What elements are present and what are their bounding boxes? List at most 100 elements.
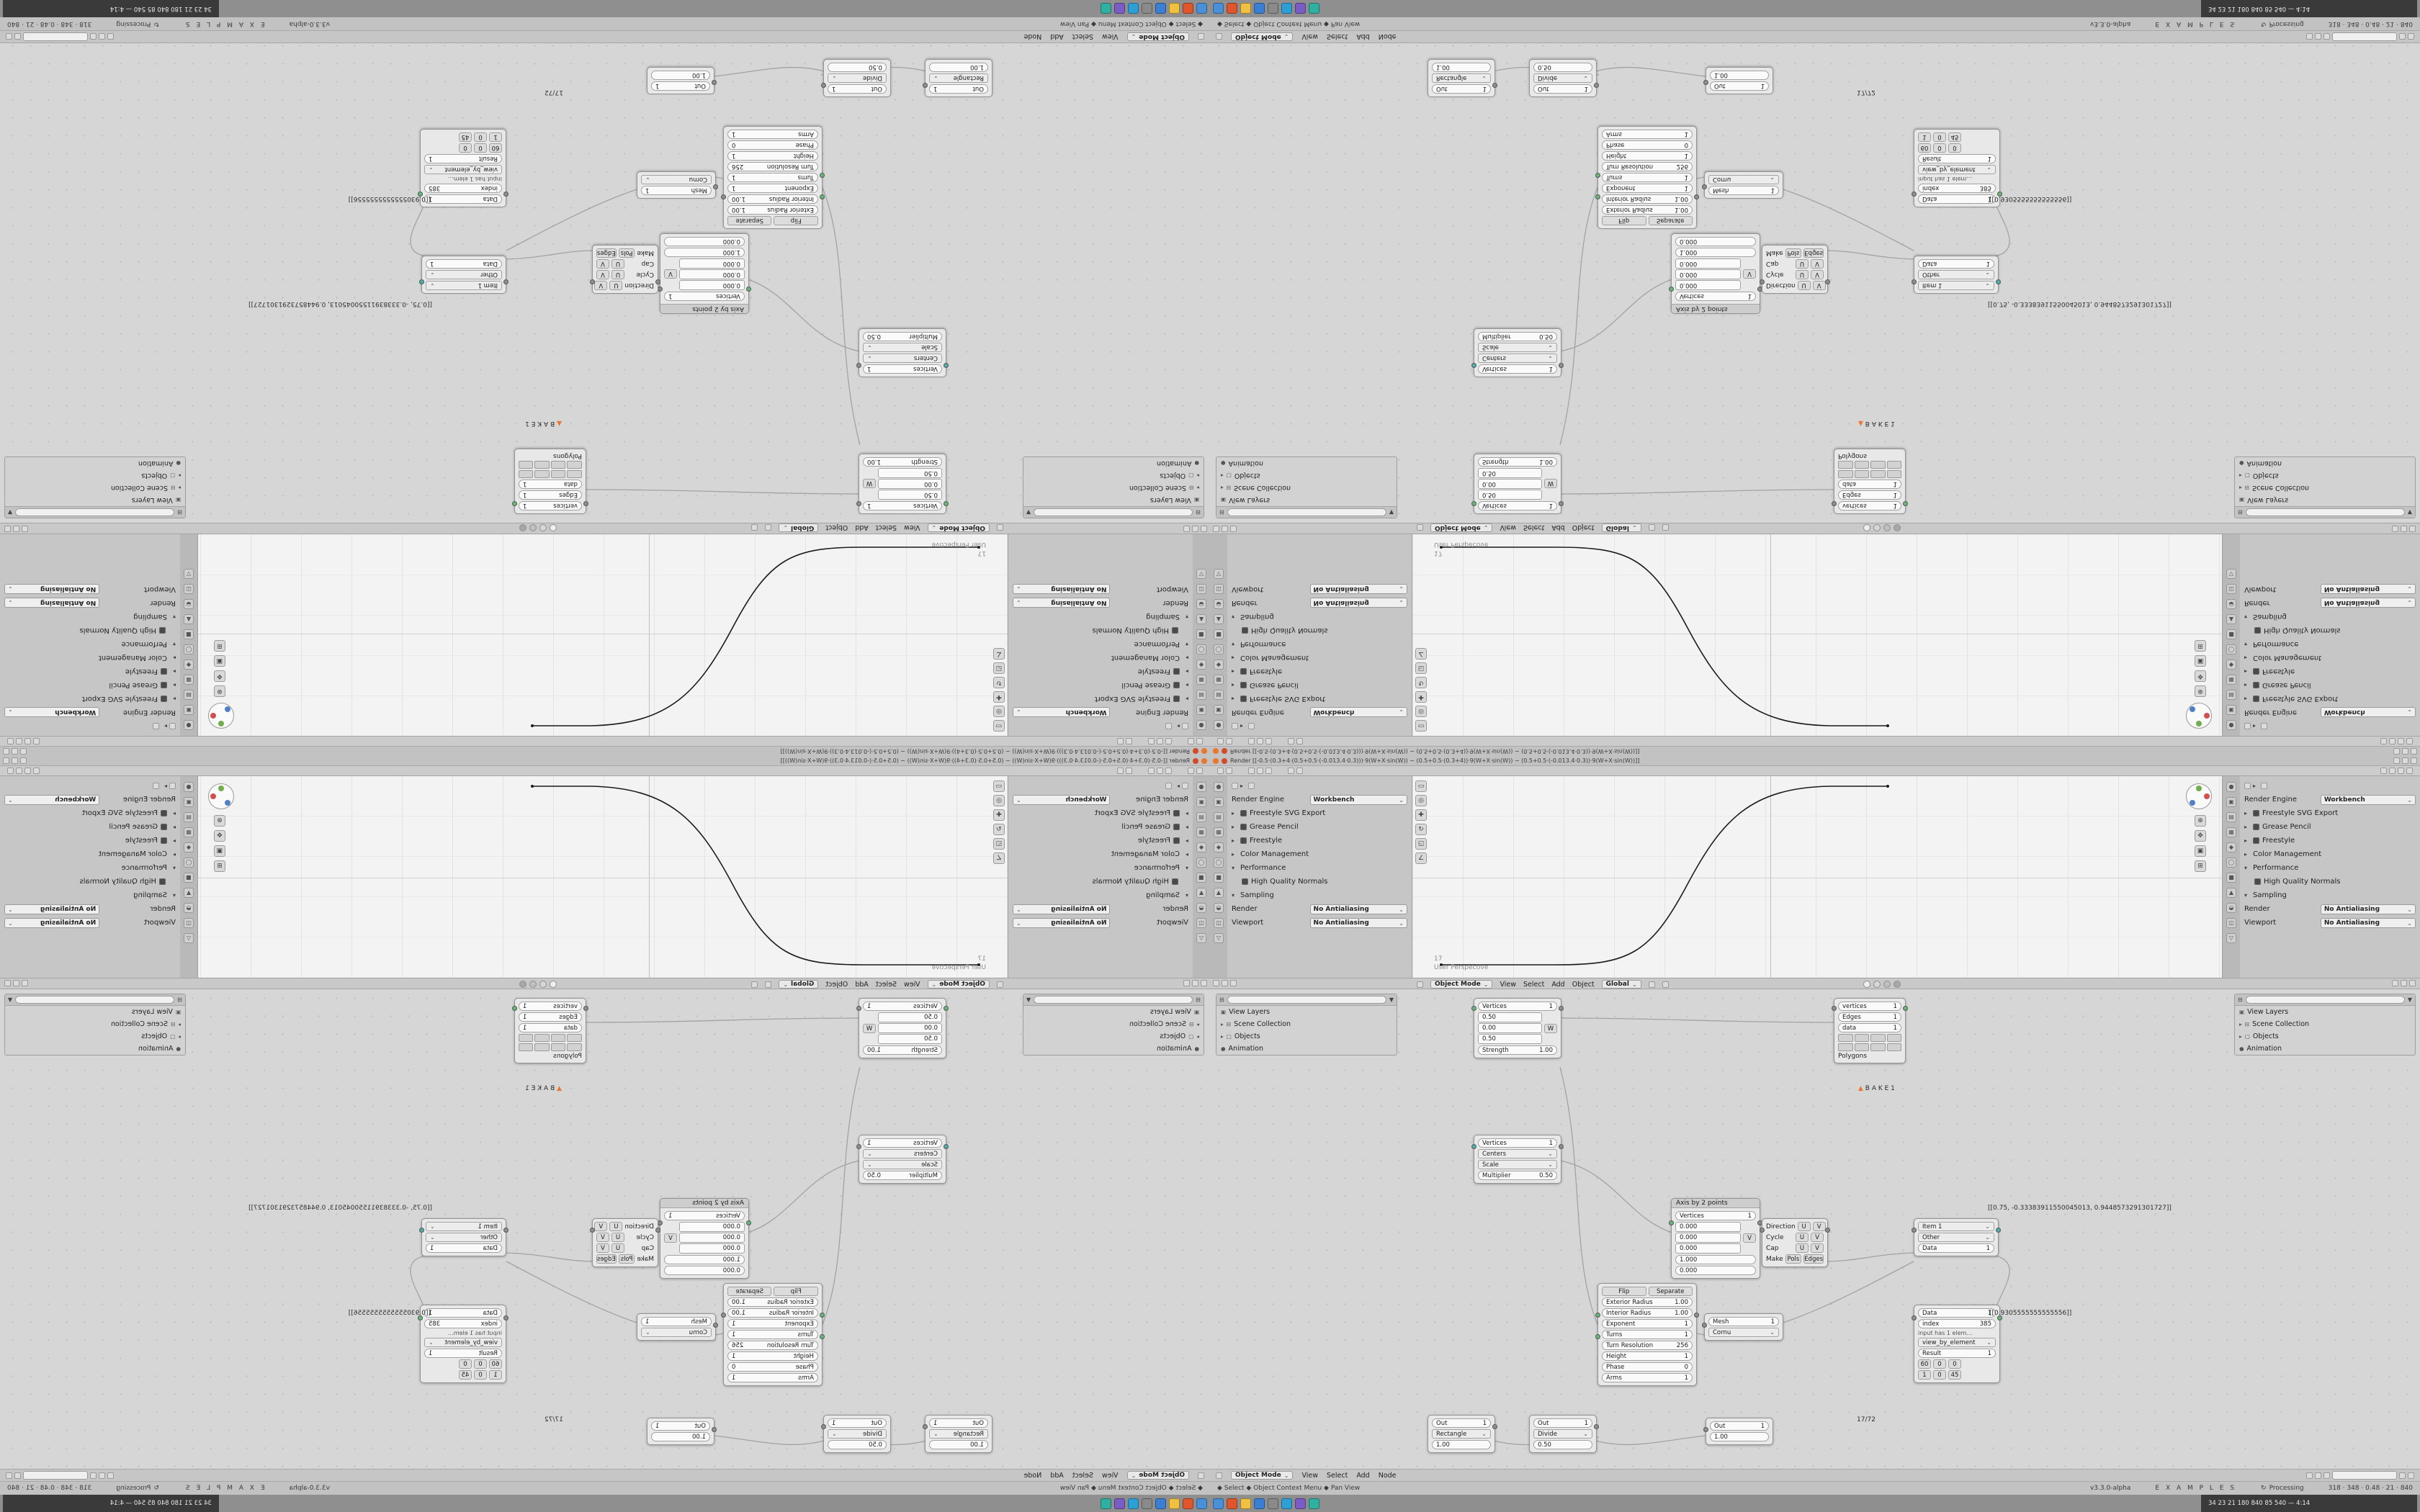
rotate-tool-icon[interactable]: ↻ [993, 677, 1005, 688]
menu-view[interactable]: View [1102, 32, 1119, 41]
value-field[interactable]: 0.50 [828, 1440, 887, 1449]
input-socket[interactable] [1595, 173, 1600, 178]
select-tool-icon[interactable]: ▭ [1415, 780, 1427, 792]
input-socket[interactable] [1471, 1006, 1476, 1011]
scale-tool-icon[interactable]: ◱ [1415, 838, 1427, 850]
outliner-search-input[interactable] [1034, 996, 1193, 1004]
ortho-toggle-icon[interactable]: ⊞ [214, 860, 225, 872]
panel-color-management[interactable]: ▸Color Management [98, 850, 176, 858]
output-socket[interactable] [1694, 194, 1699, 199]
checkbox[interactable] [1240, 810, 1247, 816]
outliner-row-animation[interactable]: ●Animation [138, 1045, 181, 1053]
render-engine-dropdown[interactable]: Workbench⌄ [4, 794, 100, 805]
checkbox[interactable] [1173, 837, 1180, 844]
input-socket[interactable] [1912, 1228, 1917, 1233]
menu-add[interactable]: Add [1356, 32, 1370, 41]
tab-object-icon[interactable]: ■ [184, 873, 194, 883]
filter-icon[interactable]: ▼ [1389, 509, 1394, 516]
v-toggle[interactable]: V [596, 1233, 609, 1242]
filter-icon[interactable]: ▼ [8, 996, 13, 1003]
checkbox[interactable] [1173, 810, 1180, 816]
input-socket[interactable] [1832, 1006, 1837, 1011]
pin-icon[interactable] [2399, 33, 2406, 40]
editor-type-icon[interactable] [1417, 981, 1423, 988]
tab-modifier-icon[interactable]: ▲ [2226, 614, 2236, 624]
selection-mode-grid[interactable] [1838, 461, 1901, 478]
tab-render-icon[interactable]: ▣ [1196, 705, 1206, 715]
tab-viewlayer-icon[interactable]: ▦ [184, 675, 194, 685]
viewport-aa-dropdown[interactable]: No Antialiasing⌄ [1013, 917, 1111, 928]
tab-constraint-icon[interactable]: ◫ [2226, 584, 2236, 594]
operation-dropdown[interactable]: Divide⌄ [828, 73, 887, 83]
menu-view[interactable]: View [1102, 1471, 1119, 1480]
shading-mode-icons[interactable] [1863, 524, 1901, 531]
input-socket[interactable] [503, 1228, 508, 1233]
outliner-row-animation[interactable]: ●Animation [2239, 1045, 2282, 1053]
app-icon[interactable] [1213, 3, 1224, 14]
w2-field[interactable]: 0.000 [1675, 237, 1756, 246]
high-quality-normals-checkbox[interactable] [1242, 878, 1248, 885]
pin-icon[interactable] [2399, 1472, 2406, 1479]
outliner-mode-icon[interactable]: ⊟ [1219, 996, 1224, 1003]
render-engine-dropdown[interactable]: Workbench⌄ [1309, 707, 1407, 718]
edges-toggle[interactable]: Edges [596, 248, 617, 258]
tab-data-icon[interactable]: ▽ [1196, 569, 1206, 579]
vector-x-field[interactable]: 0.000 [1675, 280, 1741, 290]
panel-freestyle[interactable]: ▸Freestyle [2244, 667, 2295, 675]
panel-color-management[interactable]: ▸Color Management [1111, 654, 1188, 662]
axis-z-handle[interactable] [225, 706, 230, 712]
navigation-gizmo[interactable] [2186, 783, 2212, 809]
edges-toggle[interactable]: Edges [596, 1254, 617, 1264]
axis-x-handle[interactable] [210, 713, 216, 719]
tab-tool-icon[interactable]: ● [2226, 720, 2236, 730]
panel-freestyle-svg[interactable]: ▸Freestyle SVG Export [2244, 809, 2339, 817]
output-socket[interactable] [419, 1228, 424, 1233]
item-dropdown[interactable]: Item 1⌄ [1918, 1222, 1994, 1231]
overlay-toggle-icon[interactable] [2323, 1472, 2330, 1479]
mode-dropdown[interactable]: Object Mode⌄ [927, 980, 990, 989]
output-socket[interactable] [1996, 279, 2001, 284]
solid-shading-icon[interactable] [539, 981, 547, 988]
outliner-search-input[interactable] [1227, 996, 1386, 1004]
tab-viewlayer-icon[interactable]: ▦ [1214, 675, 1224, 685]
rendered-shading-icon[interactable] [519, 981, 527, 988]
rotate-tool-icon[interactable]: ↻ [993, 824, 1005, 835]
tab-viewlayer-icon[interactable]: ▦ [184, 827, 194, 837]
panel-performance[interactable]: ▾Performance [1134, 864, 1188, 872]
checkbox[interactable] [1173, 824, 1180, 830]
tab-viewlayer-icon[interactable]: ▦ [1196, 827, 1206, 837]
mode-dropdown[interactable]: Object Mode⌄ [927, 523, 990, 532]
tab-scene-icon[interactable]: ◆ [2226, 660, 2236, 670]
render-aa-dropdown[interactable]: No Antialiasing⌄ [1013, 598, 1111, 608]
menu-view[interactable]: View [1500, 523, 1516, 532]
mode-dropdown[interactable]: Object Mode⌄ [1126, 32, 1189, 41]
render-engine-dropdown[interactable]: Workbench⌄ [1013, 707, 1111, 718]
select-tool-icon[interactable]: ▭ [993, 780, 1005, 792]
view-mode-dropdown[interactable]: view_by_element⌄ [1918, 165, 1996, 174]
app-icon[interactable] [1227, 1498, 1237, 1509]
menu-add[interactable]: Add [1050, 32, 1064, 41]
value-field[interactable]: 0.50 [828, 63, 887, 72]
w1-field[interactable]: 1.000 [1675, 1255, 1756, 1264]
move-tool-icon[interactable]: ✚ [1415, 809, 1427, 821]
value-cell[interactable]: 0 [474, 143, 487, 153]
